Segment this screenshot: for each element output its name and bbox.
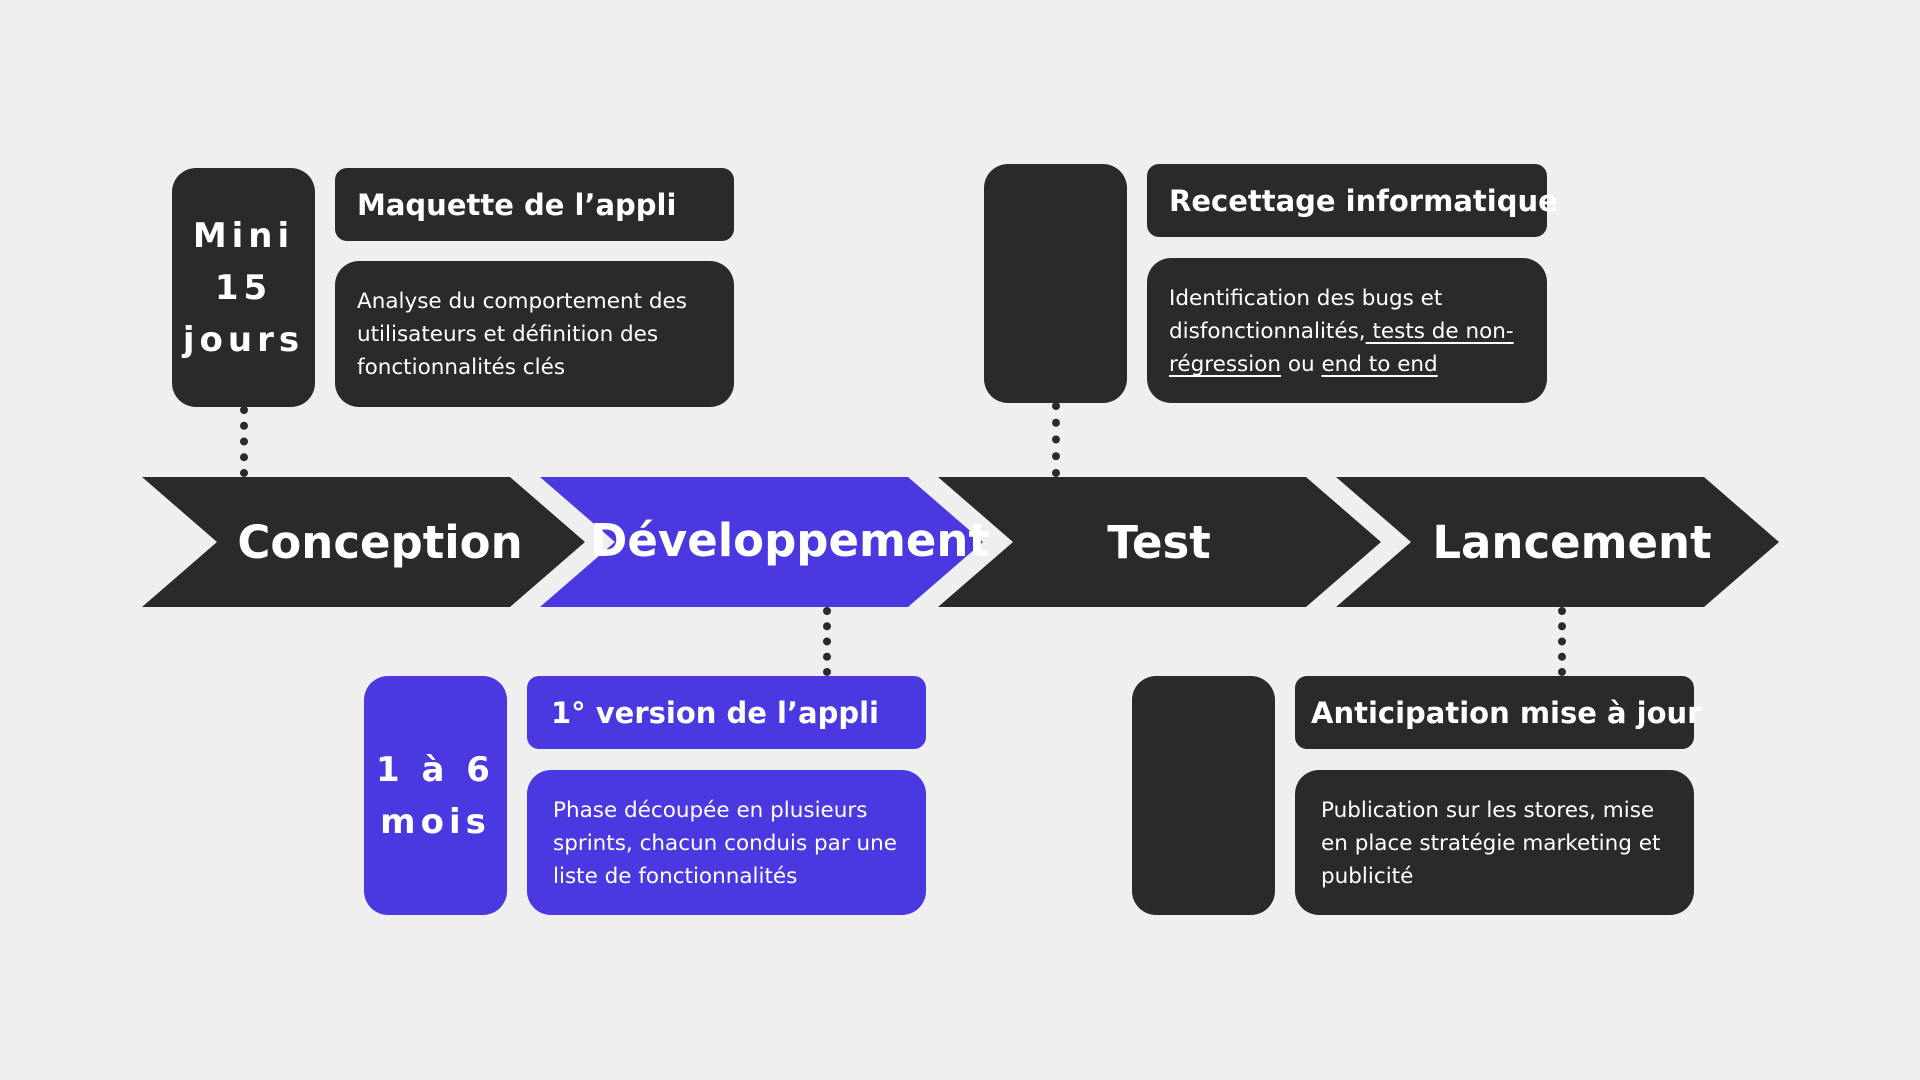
connector-test [1052, 402, 1060, 477]
duration-line: 15 [214, 267, 273, 308]
phase-arrow-conception [142, 477, 585, 607]
duration-line: Mini [192, 215, 295, 256]
non-regression-link[interactable]: tests de non-régression [1169, 319, 1514, 377]
title-card-developpement: 1° version de l’appli [527, 676, 926, 749]
duration-card-test [984, 164, 1127, 403]
connector-conception [240, 406, 248, 477]
description-card-developpement: Phase découpée en plusieurs sprints, cha… [527, 770, 926, 915]
connector-developpement [823, 607, 831, 676]
phase-arrow-lancement [1336, 477, 1779, 607]
duration-card-lancement [1132, 676, 1275, 915]
description-text: Analyse du comportement des utilisateurs… [357, 289, 687, 380]
title-card-test: Recettage informatique [1147, 164, 1558, 237]
phase-arrow-developpement [540, 477, 983, 607]
end-to-end-link[interactable]: end to end [1321, 352, 1438, 377]
phase-label-conception: Conception [237, 516, 522, 569]
phase-arrow-test [938, 477, 1381, 607]
duration-card-developpement: 1 à 6 mois [364, 676, 507, 915]
duration-line: 1 à 6 [376, 749, 495, 790]
phase-label-developpement: Développement [590, 514, 990, 567]
description-text: Phase découpée en plusieurs sprints, cha… [553, 798, 897, 889]
description-card-lancement: Publication sur les stores, mise en plac… [1295, 770, 1694, 915]
phase-label-test: Test [1107, 516, 1211, 569]
duration-line: jours [182, 319, 305, 360]
title-card-lancement: Anticipation mise à jour [1295, 676, 1701, 749]
description-middle: ou [1281, 352, 1322, 377]
description-text: Identification des bugs et disfonctionna… [1169, 282, 1527, 381]
description-prefix: Identification des bugs et disfonctionna… [1169, 286, 1443, 344]
connector-lancement [1558, 607, 1566, 676]
title-card-conception: Maquette de l’appli [335, 168, 734, 241]
duration-line: mois [380, 801, 491, 842]
duration-card-conception: Mini 15 jours [172, 168, 315, 407]
description-card-test: Identification des bugs et disfonctionna… [1147, 258, 1547, 403]
description-text: Publication sur les stores, mise en plac… [1321, 798, 1661, 889]
description-card-conception: Analyse du comportement des utilisateurs… [335, 261, 734, 407]
phase-label-lancement: Lancement [1432, 516, 1711, 569]
